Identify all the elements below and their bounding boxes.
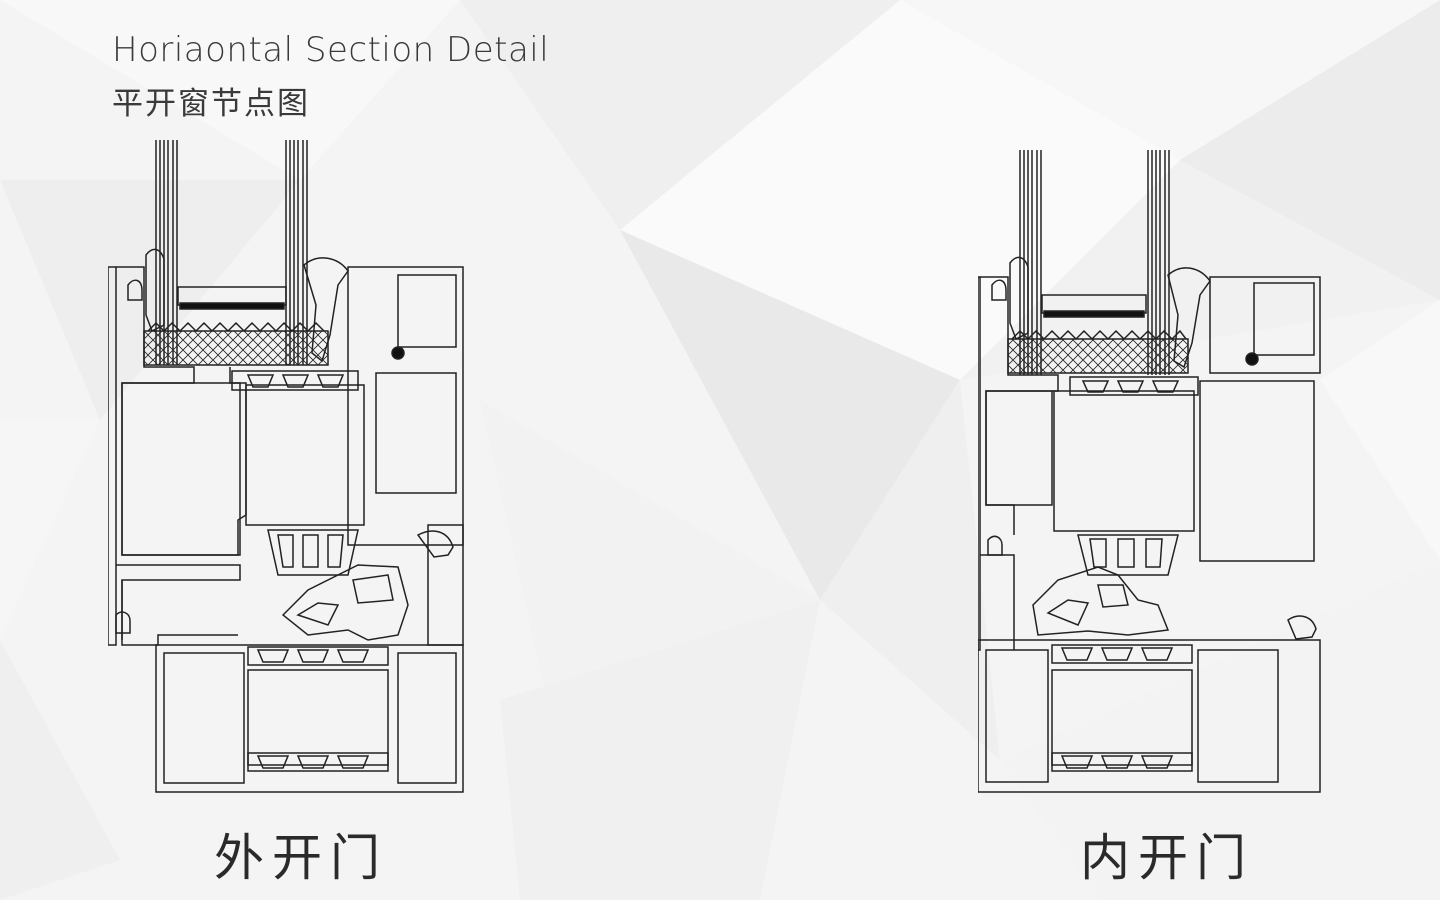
outer-frame-chamber-right bbox=[397, 652, 457, 784]
hardware-detail bbox=[296, 602, 340, 626]
outer-frame-chamber-center bbox=[1051, 669, 1193, 766]
serrated-seal bbox=[1011, 329, 1187, 341]
sash-gasket-left bbox=[115, 611, 131, 634]
frame-gasket-right bbox=[1287, 615, 1317, 640]
thermal-break-upper bbox=[231, 370, 359, 391]
frame-outer-wall bbox=[978, 276, 981, 651]
thermal-break-upper bbox=[1069, 376, 1199, 396]
glazing-gasket-outer bbox=[1009, 256, 1029, 341]
sash-center-chamber bbox=[1053, 390, 1195, 532]
glazing-gasket-outer bbox=[145, 248, 165, 333]
outward-opening-section-drawing bbox=[108, 140, 464, 793]
serrated-seal bbox=[147, 321, 325, 333]
hardware-lock-profile bbox=[281, 564, 409, 641]
frame-sub-chamber bbox=[1253, 282, 1315, 356]
outer-frame-chamber-right bbox=[1197, 649, 1279, 783]
frame-chamber-right bbox=[347, 266, 464, 546]
glass-pane-inner bbox=[1147, 150, 1170, 375]
outer-frame-bottom bbox=[978, 639, 1321, 793]
sash-chamber-left bbox=[121, 382, 241, 556]
gasket-bead bbox=[1245, 352, 1259, 366]
outer-frame-chamber-left bbox=[985, 649, 1049, 783]
hardware-detail-2 bbox=[352, 574, 394, 604]
gasket-bead bbox=[391, 346, 405, 360]
sash-profile-left bbox=[116, 266, 247, 556]
hardware-lock-profile bbox=[1032, 566, 1170, 636]
inward-opening-section-drawing bbox=[978, 150, 1321, 793]
frame-sub-chamber bbox=[397, 274, 457, 348]
thermal-break-lower bbox=[247, 646, 389, 772]
sash-center-chamber bbox=[245, 384, 365, 526]
frame-lower-profile bbox=[980, 554, 1015, 650]
sash-clip-top bbox=[127, 279, 143, 301]
frame-lower-right bbox=[427, 524, 464, 646]
frame-chamber-right-top bbox=[1209, 276, 1321, 374]
sash-gasket-left bbox=[987, 535, 1003, 556]
frame-outer-wall bbox=[108, 266, 117, 646]
thermal-break-middle bbox=[267, 529, 359, 576]
thermal-break-middle bbox=[1077, 534, 1179, 576]
frame-main-chamber bbox=[1199, 380, 1315, 562]
outer-frame-chamber-center bbox=[247, 669, 389, 766]
frame-chamber-left bbox=[985, 390, 1053, 506]
thermal-break-lower bbox=[1051, 644, 1193, 772]
frame-main-chamber bbox=[375, 372, 457, 494]
sash-clip-top bbox=[991, 279, 1007, 301]
spacer-sealant bbox=[1043, 310, 1145, 318]
caption-outward-opening: 外开门 bbox=[214, 829, 388, 887]
hardware-detail-2 bbox=[1097, 584, 1129, 608]
outer-frame-bottom bbox=[155, 644, 464, 793]
caption-inward-opening: 内开门 bbox=[1080, 829, 1254, 887]
hardware-detail bbox=[1046, 599, 1090, 626]
insulation-block bbox=[1007, 338, 1189, 374]
frame-gasket-right bbox=[416, 530, 454, 558]
section-title-en: Horiaontal Section Detail bbox=[112, 30, 550, 70]
section-title-zh: 平开窗节点图 bbox=[112, 86, 310, 122]
glass-pane-inner bbox=[285, 140, 308, 365]
spacer-sealant bbox=[179, 302, 285, 310]
frame-lower-profile bbox=[116, 564, 241, 646]
outer-frame-chamber-left bbox=[163, 652, 245, 784]
insulation-block bbox=[143, 330, 329, 366]
